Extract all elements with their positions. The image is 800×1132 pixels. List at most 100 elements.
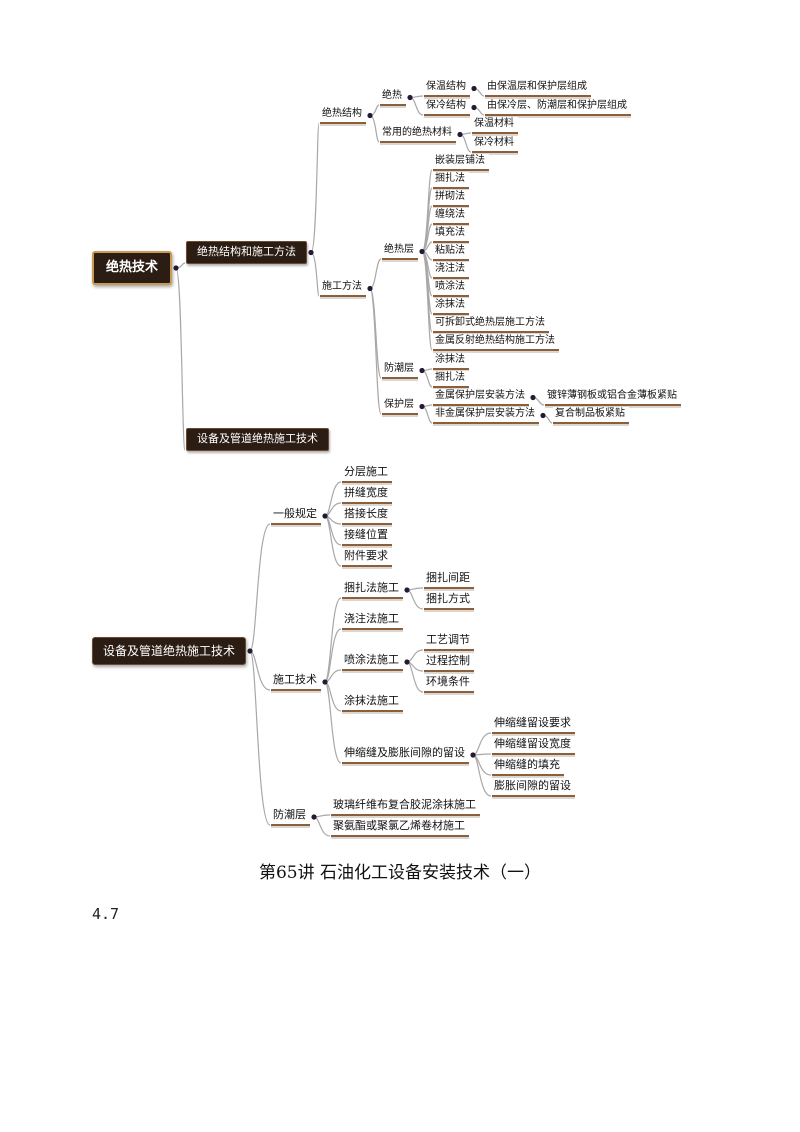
connector-line xyxy=(369,114,380,143)
node-heat-preservation-material[interactable]: 保温材料 xyxy=(472,117,518,134)
node-moisture-barrier-method[interactable]: 捆扎法 xyxy=(433,371,469,388)
node-expansion-joint-item[interactable]: 伸缩缝留设宽度 xyxy=(492,737,575,755)
connector-dot xyxy=(419,403,425,410)
connector-line xyxy=(459,133,472,153)
branch-equipment-pipe-insulation[interactable]: 设备及管道绝热施工技术 xyxy=(186,428,329,451)
node-insulation-layer-method[interactable]: 拼砌法 xyxy=(433,190,469,207)
node-pouring-method-construction[interactable]: 浇注法施工 xyxy=(342,612,403,630)
connector-line xyxy=(406,649,424,663)
node-protective-layer[interactable]: 保护层 xyxy=(382,398,418,415)
connector-line xyxy=(472,754,492,797)
node-general-provision-item[interactable]: 拼缝宽度 xyxy=(342,486,392,504)
connector-line xyxy=(175,267,186,451)
node-insulation-layer-method[interactable]: 填充法 xyxy=(433,226,469,243)
connector-line xyxy=(324,481,342,517)
connector-dot xyxy=(419,248,425,255)
connector-dot xyxy=(322,679,328,685)
node-nonmetal-protective-layer-desc[interactable]: 复合制品板紧贴 xyxy=(553,407,629,424)
node-general-provisions[interactable]: 一般规定 xyxy=(271,507,321,525)
node-expansion-joint-item[interactable]: 伸缩缝留设要求 xyxy=(492,716,575,734)
node-general-provision-item[interactable]: 分层施工 xyxy=(342,465,392,483)
connector-dot xyxy=(470,752,476,758)
connector-line xyxy=(369,287,382,415)
node-insulation-layer-method[interactable]: 缠绕法 xyxy=(433,208,469,225)
connector-dot xyxy=(173,265,179,271)
node-insulation[interactable]: 绝热 xyxy=(380,89,406,106)
node-general-provision-item[interactable]: 接缝位置 xyxy=(342,528,392,546)
root-node-thermal-insulation-technology[interactable]: 绝热技术 xyxy=(92,251,173,285)
node-smearing-method-construction[interactable]: 涂抹法施工 xyxy=(342,694,403,712)
connector-line xyxy=(369,258,382,290)
node-heat-preservation-structure-desc[interactable]: 由保温层和保护层组成 xyxy=(485,80,591,97)
branch-insulation-structure-and-methods[interactable]: 绝热结构和施工方法 xyxy=(186,241,307,264)
node-binding-mode[interactable]: 捆扎方式 xyxy=(424,592,474,610)
node-cold-insulation-structure-desc[interactable]: 由保冷层、防潮层和保护层组成 xyxy=(485,99,631,116)
page-title: 第65讲 石油化工设备安装技术（一） xyxy=(258,863,542,883)
node-moisture-barrier-method[interactable]: 涂抹法 xyxy=(433,353,469,370)
node-spraying-method-construction[interactable]: 喷涂法施工 xyxy=(342,653,403,671)
node-environmental-conditions[interactable]: 环境条件 xyxy=(424,675,474,693)
connector-line xyxy=(472,732,492,756)
node-insulation-layer-method[interactable]: 粘贴法 xyxy=(433,244,469,261)
connector-dot xyxy=(404,587,410,593)
connector-line xyxy=(421,405,433,424)
connector-line xyxy=(324,597,342,683)
node-general-provision-item[interactable]: 附件要求 xyxy=(342,549,392,567)
node-expansion-joint-item[interactable]: 伸缩缝的填充 xyxy=(492,758,564,776)
node-metal-protective-layer-desc[interactable]: 镀锌薄钢板或铝合金薄板紧贴 xyxy=(545,389,681,406)
node-insulation-layer-method[interactable]: 可拆卸式绝热层施工方法 xyxy=(433,316,549,333)
node-insulation-layer-method[interactable]: 捆扎法 xyxy=(433,172,469,189)
connector-dot xyxy=(419,367,425,374)
node-moisture-barrier-item[interactable]: 玻璃纤维布复合胶泥涂抹施工 xyxy=(331,798,480,816)
connector-dot xyxy=(530,394,536,401)
node-insulation-structure[interactable]: 绝热结构 xyxy=(320,107,366,124)
connector-line xyxy=(313,816,331,837)
node-binding-spacing[interactable]: 捆扎间距 xyxy=(424,571,474,589)
node-insulation-layer-method[interactable]: 金属反射绝热结构施工方法 xyxy=(433,334,559,351)
root-node-equipment-pipe-insulation[interactable]: 设备及管道绝热施工技术 xyxy=(92,637,247,666)
connector-line xyxy=(310,122,320,254)
node-expansion-joint-item[interactable]: 膨胀间隙的留设 xyxy=(492,779,575,797)
connector-line xyxy=(249,523,271,652)
node-insulation-layer-method[interactable]: 嵌装层铺法 xyxy=(433,154,489,171)
node-process-adjustment[interactable]: 工艺调节 xyxy=(424,633,474,651)
connector-line xyxy=(409,96,424,116)
connector-dot xyxy=(471,104,477,111)
connector-line xyxy=(249,650,271,826)
node-insulation-layer-method[interactable]: 喷涂法 xyxy=(433,280,469,297)
connector-line xyxy=(472,753,492,756)
connector-dot xyxy=(407,94,413,101)
node-moisture-barrier-item[interactable]: 聚氨酯或聚氯乙烯卷材施工 xyxy=(331,819,469,837)
connector-line xyxy=(406,661,424,693)
connector-dot xyxy=(308,249,314,256)
connector-dot xyxy=(540,412,546,419)
node-common-insulation-materials[interactable]: 常用的绝热材料 xyxy=(380,126,456,143)
node-moisture-barrier[interactable]: 防潮层 xyxy=(271,808,310,826)
connector-line xyxy=(324,681,342,764)
node-insulation-layer-method[interactable]: 浇注法 xyxy=(433,262,469,279)
page-number: 4.7 xyxy=(92,905,120,923)
connector-dot xyxy=(471,85,477,92)
node-process-control[interactable]: 过程控制 xyxy=(424,654,474,672)
node-insulation-layer-method[interactable]: 涂抹法 xyxy=(433,298,469,315)
node-insulation-layer[interactable]: 绝热层 xyxy=(382,243,418,260)
connector-dot xyxy=(457,131,463,138)
node-cold-insulation-material[interactable]: 保冷材料 xyxy=(472,136,518,153)
connector-dot xyxy=(322,513,328,519)
connector-line xyxy=(421,250,433,351)
connector-line xyxy=(421,369,433,388)
node-nonmetal-protective-layer-method[interactable]: 非金属保护层安装方法 xyxy=(433,407,539,424)
node-cold-insulation-structure[interactable]: 保冷结构 xyxy=(424,99,470,116)
node-construction-technology[interactable]: 施工技术 xyxy=(271,673,321,691)
node-metal-protective-layer-method[interactable]: 金属保护层安装方法 xyxy=(433,389,529,406)
connector-dot xyxy=(311,814,317,820)
node-general-provision-item[interactable]: 搭接长度 xyxy=(342,507,392,525)
node-binding-method-construction[interactable]: 捆扎法施工 xyxy=(342,581,403,599)
connector-line xyxy=(310,251,320,297)
node-expansion-joint-setting[interactable]: 伸缩缝及膨胀间隙的留设 xyxy=(342,746,469,764)
node-moisture-barrier-layer[interactable]: 防潮层 xyxy=(382,362,418,379)
node-heat-preservation-structure[interactable]: 保温结构 xyxy=(424,80,470,97)
connector-dot xyxy=(367,285,373,292)
node-construction-method[interactable]: 施工方法 xyxy=(320,280,366,297)
